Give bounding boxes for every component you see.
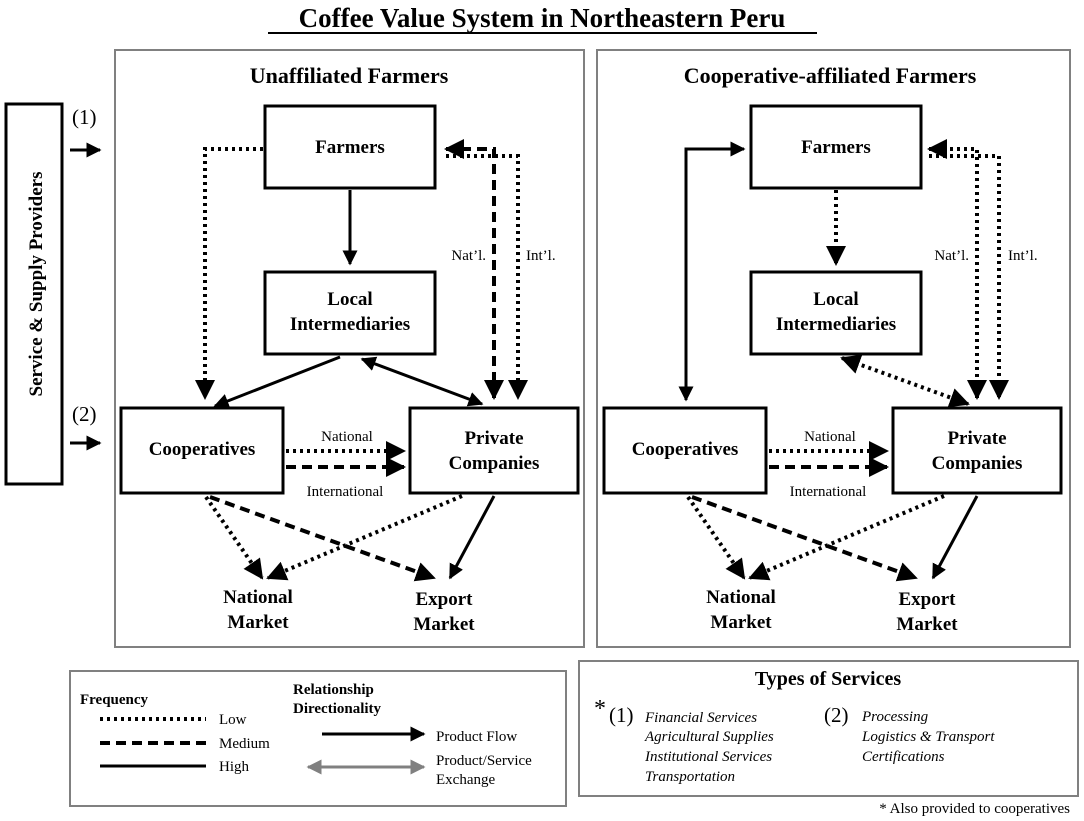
export-market-label-1: Export <box>416 589 474 610</box>
service-item: Certifications <box>862 749 945 765</box>
legend-exchange-label-1: Product/Service <box>436 753 532 769</box>
international-label: International <box>307 484 384 500</box>
local-intermediaries-label-1: Local <box>813 289 858 310</box>
national-market-label-1: National <box>223 587 293 608</box>
services-group2-marker: (2) <box>824 703 849 727</box>
private-companies-label-1: Private <box>464 428 523 449</box>
services-asterisk: * <box>594 696 606 722</box>
types-of-services: Types of Services * (1) Financial Servic… <box>578 660 1079 797</box>
private-companies-label-2: Companies <box>932 453 1023 474</box>
edge-coops-national <box>204 495 264 580</box>
edge-private-national <box>748 494 945 581</box>
legend-medium-label: Medium <box>219 736 270 752</box>
legend-product-flow-label: Product Flow <box>436 729 517 745</box>
service-item: Agricultural Supplies <box>644 729 774 745</box>
edge-coops-export <box>691 495 918 582</box>
edge-local-coops <box>213 355 341 409</box>
export-market-label-2: Market <box>896 614 958 635</box>
local-intermediaries-label-1: Local <box>327 289 372 310</box>
national-market-label-1: National <box>706 587 776 608</box>
local-intermediaries-label-2: Intermediaries <box>776 314 896 335</box>
edge-private-farmers-international <box>929 154 1009 400</box>
edge-private-farmers-national <box>927 139 987 400</box>
frequency-title: Frequency <box>80 692 149 708</box>
service-item: Institutional Services <box>644 749 772 765</box>
directionality-title-1: Relationship <box>293 682 374 698</box>
intl-label: Int’l. <box>526 248 556 264</box>
private-companies-label-2: Companies <box>449 453 540 474</box>
farmers-box <box>263 104 437 190</box>
natl-label: Nat’l. <box>451 248 486 264</box>
diagram-title: Coffee Value System in Northeastern Peru <box>299 3 786 33</box>
panel-unaffiliated: Unaffiliated Farmers Farmers Local Inter… <box>114 49 585 648</box>
service-item: Processing <box>861 709 929 725</box>
services-group1-marker: (1) <box>609 703 634 727</box>
local-intermediaries-box <box>263 270 437 356</box>
service-supply-providers: Service & Supply Providers (1) (2) <box>4 102 102 486</box>
private-companies-box <box>891 406 1063 495</box>
international-label: International <box>790 484 867 500</box>
edge-private-export <box>448 495 496 580</box>
cooperatives-box <box>602 406 768 495</box>
legend-low-label: Low <box>219 712 247 728</box>
service-item: Transportation <box>645 769 735 785</box>
edge-private-national <box>266 494 463 581</box>
side-marker-2: (2) <box>72 402 97 426</box>
private-companies-box <box>408 406 580 495</box>
export-market-label-2: Market <box>413 614 475 635</box>
private-companies-label-1: Private <box>947 428 1006 449</box>
national-label: National <box>321 429 373 445</box>
intl-label: Int’l. <box>1008 248 1038 264</box>
edge-local-private <box>840 354 970 408</box>
farmers-box <box>749 104 923 190</box>
cooperatives-label: Cooperatives <box>149 439 256 460</box>
local-intermediaries-box <box>749 270 923 356</box>
farmers-label: Farmers <box>315 137 385 158</box>
edge-farmers-coops <box>195 147 263 400</box>
services-title: Types of Services <box>755 668 901 690</box>
footnote: * Also provided to cooperatives <box>879 801 1070 817</box>
export-market-label-1: Export <box>899 589 957 610</box>
panel-title: Unaffiliated Farmers <box>250 63 449 88</box>
legend-exchange-label-2: Exchange <box>436 772 495 788</box>
service-item: Financial Services <box>644 710 757 726</box>
side-label: Service & Supply Providers <box>26 171 47 396</box>
edge-private-farmers-international <box>446 154 528 400</box>
edge-coops-export <box>209 495 436 582</box>
panel-cooperative-affiliated: Cooperative-affiliated Farmers Farmers L… <box>596 49 1071 648</box>
national-market-label-2: Market <box>710 612 772 633</box>
panel-title: Cooperative-affiliated Farmers <box>684 63 977 88</box>
farmers-label: Farmers <box>801 137 871 158</box>
edge-local-private <box>360 356 484 407</box>
cooperatives-box <box>119 406 285 495</box>
edge-coops-farmers <box>678 141 746 402</box>
legend-high-label: High <box>219 759 250 775</box>
national-market-label-2: Market <box>227 612 289 633</box>
directionality-title-2: Directionality <box>293 701 382 717</box>
service-item: Logistics & Transport <box>861 729 995 745</box>
legend: Frequency Low Medium High Relationship D… <box>69 670 567 807</box>
edge-coops-national <box>686 495 746 580</box>
edge-private-farmers-national <box>444 139 504 400</box>
cooperatives-label: Cooperatives <box>632 439 739 460</box>
natl-label: Nat’l. <box>934 248 969 264</box>
side-marker-1: (1) <box>72 105 97 129</box>
edge-private-export <box>931 495 979 580</box>
national-label: National <box>804 429 856 445</box>
local-intermediaries-label-2: Intermediaries <box>290 314 410 335</box>
